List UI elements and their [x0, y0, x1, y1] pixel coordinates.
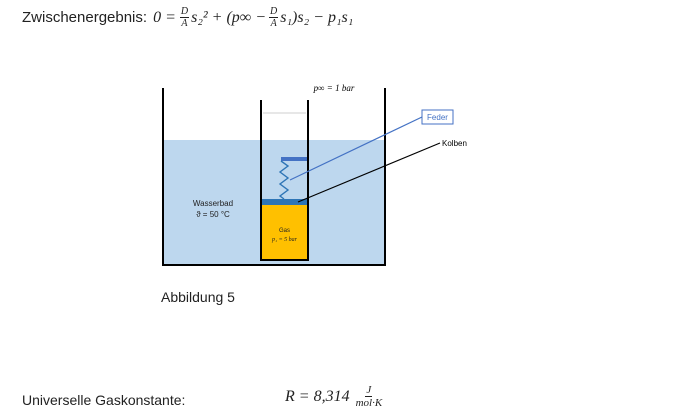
gas-constant-unit: J mol·K [356, 384, 383, 409]
equation-term-2: s₁)s₂ − p₁s₁ [280, 8, 354, 26]
water-bath-container [162, 88, 386, 266]
cylinder-air-space [261, 112, 308, 140]
kolben-leader-line [297, 142, 441, 203]
spring-top-plate [281, 157, 308, 161]
intermediate-result-equation: Zwischenergebnis: 0 = D A s₂² + (p∞ − D … [22, 6, 353, 29]
gas-region [261, 205, 308, 260]
spring [278, 160, 290, 200]
feder-label: Feder [427, 113, 448, 122]
equation-term-1: s₂² + (p∞ − [191, 8, 267, 26]
gas-constant-value: R = 8,314 J mol·K [285, 384, 384, 409]
feder-leader-line [289, 116, 423, 181]
water-bath-label: Wasserbad [193, 199, 233, 208]
gas-constant-lhs: R = 8,314 [285, 387, 350, 405]
gas-label: Gas [279, 228, 290, 234]
gas-constant-unit-numerator: J [365, 384, 373, 397]
equation-label: Zwischenergebnis: [22, 9, 148, 26]
equation-lhs: 0 = [153, 8, 176, 26]
fraction-1-denominator: A [181, 18, 188, 29]
equation-fraction-2: D A [269, 6, 279, 29]
fraction-2-denominator: A [270, 18, 277, 29]
ambient-pressure-label: p∞ = 1 bar [313, 83, 355, 93]
kolben-label: Kolben [442, 139, 467, 148]
piston [261, 199, 308, 205]
figure-caption: Abbildung 5 [161, 289, 235, 305]
feder-label-box [421, 109, 454, 125]
gas-constant-label: Universelle Gaskonstante: [22, 392, 186, 408]
fraction-2-numerator: D [269, 6, 279, 18]
fraction-1-numerator: D [179, 6, 190, 18]
water-temperature-label: ϑ = 50 °C [196, 210, 230, 219]
equation-fraction-1: D A [179, 6, 190, 29]
gas-constant-unit-denominator: mol·K [355, 397, 383, 409]
gas-pressure-label: p₁ = 5 bar [271, 237, 298, 243]
